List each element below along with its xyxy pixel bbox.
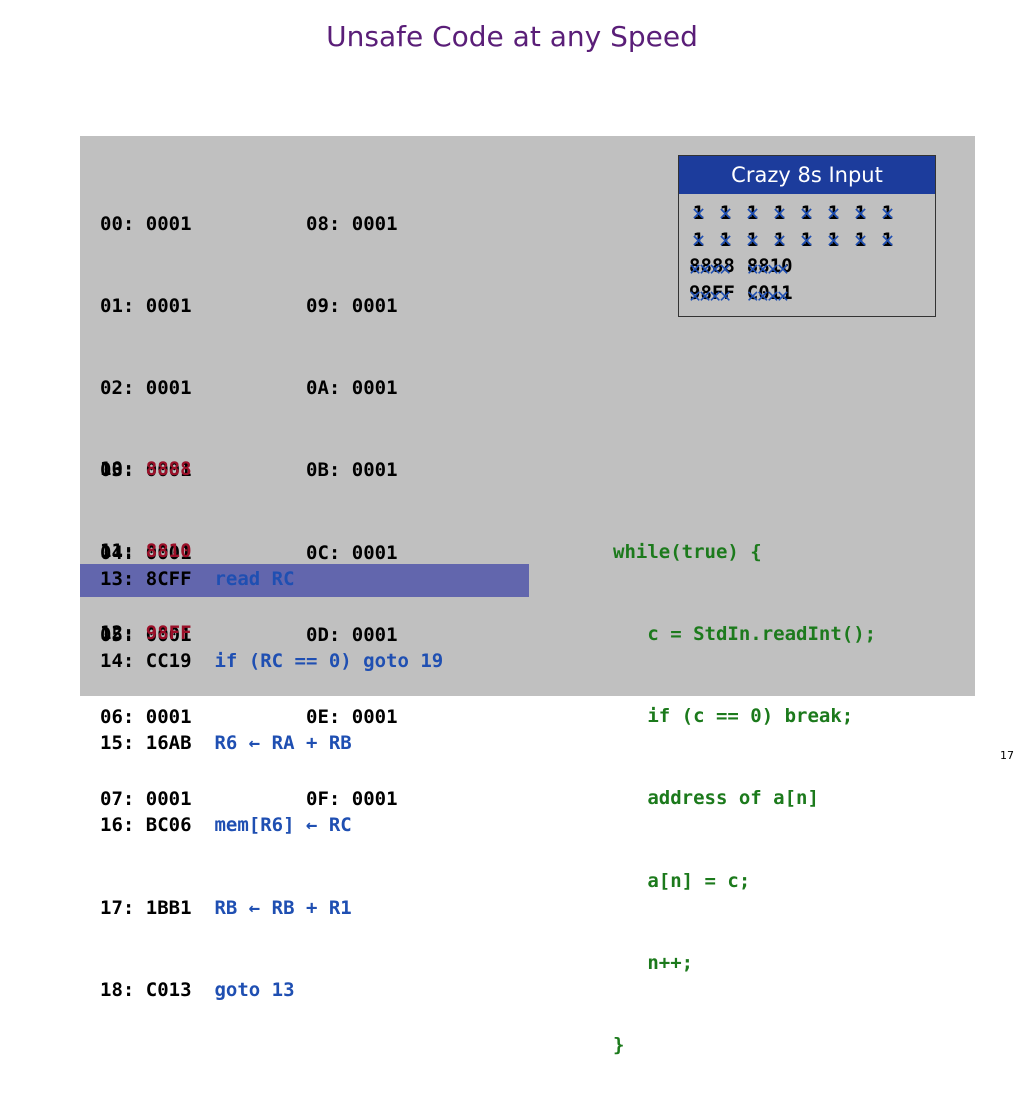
crossed-input-value: 8810 xyxy=(747,255,793,277)
code-line: if (c == 0) break; xyxy=(613,705,854,728)
memory-row: 00: 0001 xyxy=(100,212,192,235)
crossed-input-value: 1 xyxy=(851,202,870,226)
java-code: while(true) { c = StdIn.readInt(); if (c… xyxy=(613,484,876,1114)
crossed-input-value: 1 xyxy=(689,202,708,226)
crossed-input-value: 98FF xyxy=(689,282,735,304)
input-row-4: 98FF C011 xyxy=(689,280,935,307)
memory-row: 04: 0001 xyxy=(100,541,192,564)
memory-row: 06: 0001 xyxy=(100,706,192,729)
memory-row: 0E: 0001 xyxy=(306,706,398,729)
crossed-input-value: 1 xyxy=(797,202,816,226)
crossed-input-value: 1 xyxy=(797,229,816,253)
program-row-highlighted: 15: 16AB R6 ← RA + RB xyxy=(100,732,352,755)
memory-row: 05: 0001 xyxy=(100,623,192,646)
slide-title: Unsafe Code at any Speed xyxy=(326,20,698,53)
crossed-input-value: 1 xyxy=(716,229,735,253)
code-line: while(true) { xyxy=(613,540,762,563)
program-row: 14: CC19 if (RC == 0) goto 19 xyxy=(100,650,444,673)
crossed-input-value: 1 xyxy=(689,229,708,253)
crossed-input-value: 1 xyxy=(743,202,762,226)
input-row-2: 1 1 1 1 1 1 1 1 xyxy=(689,229,935,253)
crossed-input-value: 1 xyxy=(743,229,762,253)
memory-row: 02: 0001 xyxy=(100,377,192,400)
memory-row: 0C: 0001 xyxy=(306,541,398,564)
memory-row: 0B: 0001 xyxy=(306,459,398,482)
program-listing: 13: 8CFF read RC 14: CC19 if (RC == 0) g… xyxy=(100,511,443,1059)
crossed-input-value: 1 xyxy=(878,202,897,226)
current-line-highlight xyxy=(80,564,529,597)
memory-row: 03: 0001 xyxy=(100,459,192,482)
crossed-input-value: C011 xyxy=(747,282,793,304)
memory-row: 11: 8810 xyxy=(100,540,192,563)
crossed-input-value: 1 xyxy=(770,202,789,226)
input-box-header: Crazy 8s Input xyxy=(679,156,935,194)
code-panel: 00: 0001 01: 0001 02: 0001 03: 0001 04: … xyxy=(80,136,975,1056)
memory-row: 12: 98FF xyxy=(100,622,192,645)
crazy-8s-input-box: Crazy 8s Input 1 1 1 1 1 1 1 1 1 1 1 1 1… xyxy=(678,155,936,317)
crossed-input-value: 8888 xyxy=(689,255,735,277)
memory-row: 0A: 0001 xyxy=(306,377,398,400)
crossed-input-value: 1 xyxy=(824,202,843,226)
code-line: c = StdIn.readInt(); xyxy=(613,623,877,646)
program-row: 17: 1BB1 RB ← RB + R1 xyxy=(100,896,352,919)
crossed-input-value: 1 xyxy=(716,202,735,226)
memory-row: 01: 0001 xyxy=(100,295,192,318)
program-row: 16: BC06 mem[R6] ← RC xyxy=(100,814,352,837)
program-row: 13: 8CFF read RC xyxy=(100,567,295,590)
memory-row: 0D: 0001 xyxy=(306,623,398,646)
program-row: 18: C013 goto 13 xyxy=(100,978,295,1001)
input-row-3: 8888 8810 xyxy=(689,253,935,280)
memory-row: 08: 0001 xyxy=(306,212,398,235)
code-line: address of a[n] xyxy=(613,787,819,810)
input-box-body: 1 1 1 1 1 1 1 1 1 1 1 1 1 1 1 1 8888 8810 xyxy=(679,194,935,307)
code-line: } xyxy=(613,1034,625,1057)
code-line: n++; xyxy=(613,951,694,974)
crossed-input-value: 1 xyxy=(770,229,789,253)
code-line: a[n] = c; xyxy=(613,869,751,892)
memory-row: 09: 0001 xyxy=(306,295,398,318)
page-number: 17 xyxy=(1000,749,1014,762)
data-words: 10: 8888 11: 8810 12: 98FF xyxy=(100,401,192,702)
crossed-input-value: 1 xyxy=(851,229,870,253)
memory-row: 10: 8888 xyxy=(100,457,192,480)
input-row-1: 1 1 1 1 1 1 1 1 xyxy=(689,202,935,226)
crossed-input-value: 1 xyxy=(824,229,843,253)
crossed-input-value: 1 xyxy=(878,229,897,253)
